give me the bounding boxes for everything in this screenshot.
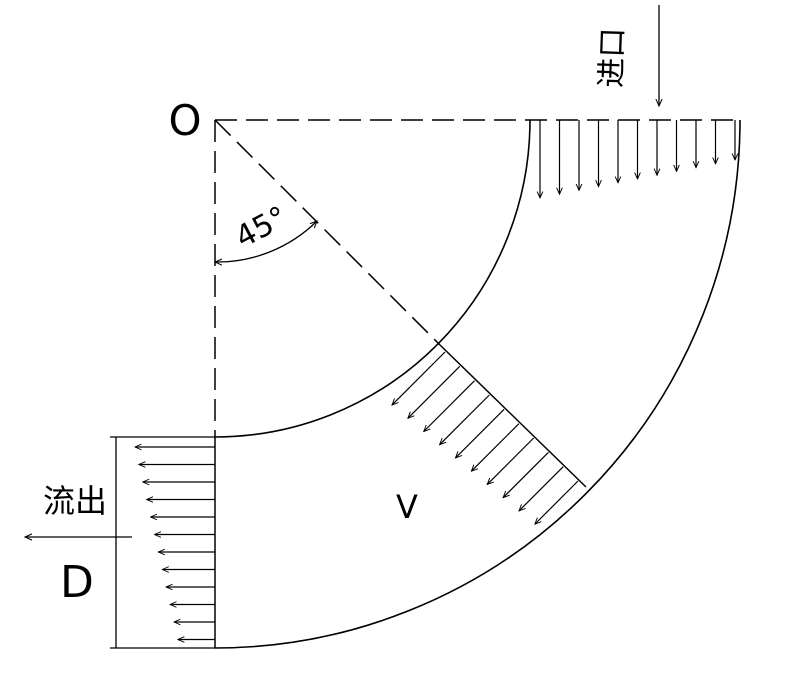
diagonal-velocity-arrow [392,351,446,405]
diagonal-velocity-arrow [535,480,579,524]
diagonal-velocity-arrow [471,423,520,472]
diagonal-velocity-arrow [440,394,490,445]
elbow-outer-wall [214,119,741,649]
diagonal-velocity-profile [392,351,579,524]
diameter-label: D [60,557,94,608]
diagonal-section-line [439,344,587,488]
velocity-label: V [396,488,418,526]
diagonal-velocity-arrow [424,380,475,432]
diagonal-velocity-arrow [503,451,549,497]
reference-diagonal-dashed [214,119,441,346]
origin-label: O [168,96,201,145]
diagonal-velocity-arrow [487,437,535,484]
outlet-label: 流出 [43,482,107,520]
outlet-velocity-profile [135,447,215,640]
inlet-velocity-profile [540,120,735,198]
angle-arc [215,221,317,262]
angle-label: 45° [230,200,293,256]
diagonal-velocity-arrow [455,408,505,458]
inlet-label: 进口 [594,27,631,88]
elbow-inner-wall [214,119,531,438]
diagonal-velocity-arrow [408,365,461,418]
diagonal-velocity-arrow [519,466,564,511]
